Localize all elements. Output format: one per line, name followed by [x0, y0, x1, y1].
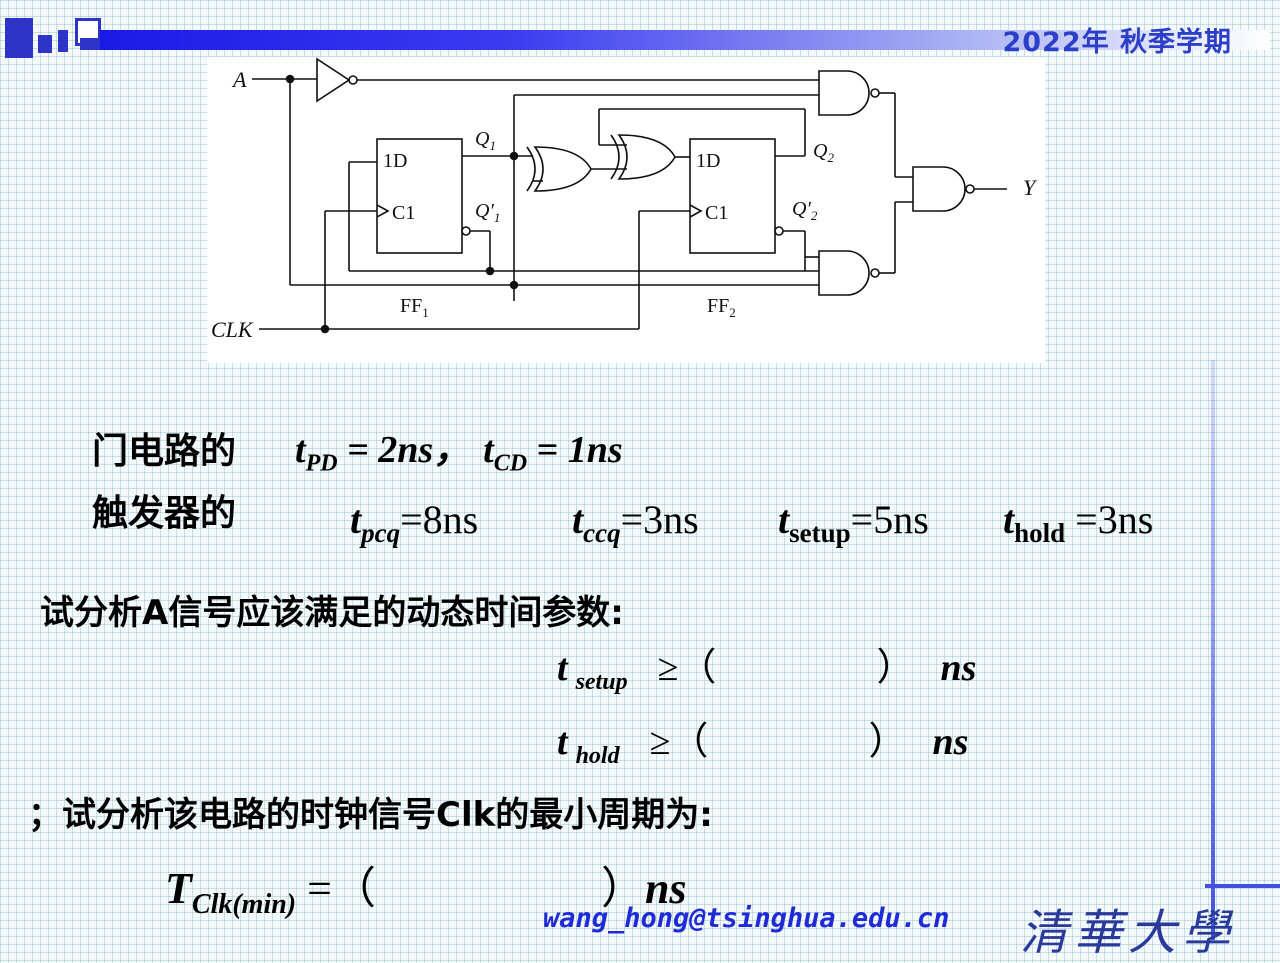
header-bar — [100, 30, 1270, 50]
xor-gate-1 — [533, 146, 592, 192]
svg-text:Q1: Q1 — [475, 128, 496, 153]
ff1-box — [376, 138, 463, 254]
input-a-label: A — [231, 67, 247, 92]
ff-params-label: 触发器的 — [92, 493, 237, 534]
nand-gate-lower — [818, 250, 870, 296]
logo-squares — [0, 0, 101, 60]
svg-text:Q′2: Q′2 — [792, 198, 818, 223]
contact-email[interactable]: wang_hong@tsinghua.edu.cn — [543, 903, 950, 934]
param-tccq: tccq=3ns — [572, 497, 699, 548]
xor-gate-2 — [617, 134, 676, 180]
svg-text:1D: 1D — [383, 150, 407, 172]
decor-line-vertical — [1211, 360, 1215, 940]
university-logo: 清華大學 — [1020, 905, 1237, 961]
svg-text:C1: C1 — [392, 202, 415, 224]
svg-text:C1: C1 — [705, 202, 728, 224]
param-thold: thold =3ns — [1003, 497, 1154, 548]
svg-text:Q2: Q2 — [813, 140, 834, 165]
output-y-label: Y — [1023, 175, 1038, 200]
svg-text:1D: 1D — [696, 150, 720, 172]
nand-gate-upper — [818, 70, 870, 116]
nand-gate-output — [912, 166, 966, 212]
param-tsetup: tsetup=5ns — [778, 497, 929, 548]
ff2-box — [689, 138, 776, 254]
param-tpcq: tpcq=8ns — [350, 497, 479, 548]
circuit-diagram: A 1D C1 Q1 Q′1 1D C1 Q2 Q′2 — [207, 57, 1045, 363]
gate-params-label: 门电路的 — [92, 431, 237, 472]
answer-tclk: TClk(min) =（）ns — [165, 864, 687, 920]
svg-text:FF1: FF1 — [400, 295, 429, 320]
semester-title: 2022年 秋季学期 — [1002, 27, 1232, 58]
gate-params-equation: tPD = 2ns，tCD = 1ns — [295, 429, 623, 477]
decor-line-horizontal — [1205, 884, 1280, 888]
svg-text:FF2: FF2 — [707, 295, 736, 320]
question-1: 试分析A信号应该满足的动态时间参数: — [40, 593, 624, 633]
inverter-gate — [316, 57, 351, 103]
svg-text:Q′1: Q′1 — [475, 200, 500, 225]
question-2: ；试分析该电路的时钟信号Clk的最小周期为: — [28, 795, 713, 835]
clk-label: CLK — [211, 317, 254, 342]
